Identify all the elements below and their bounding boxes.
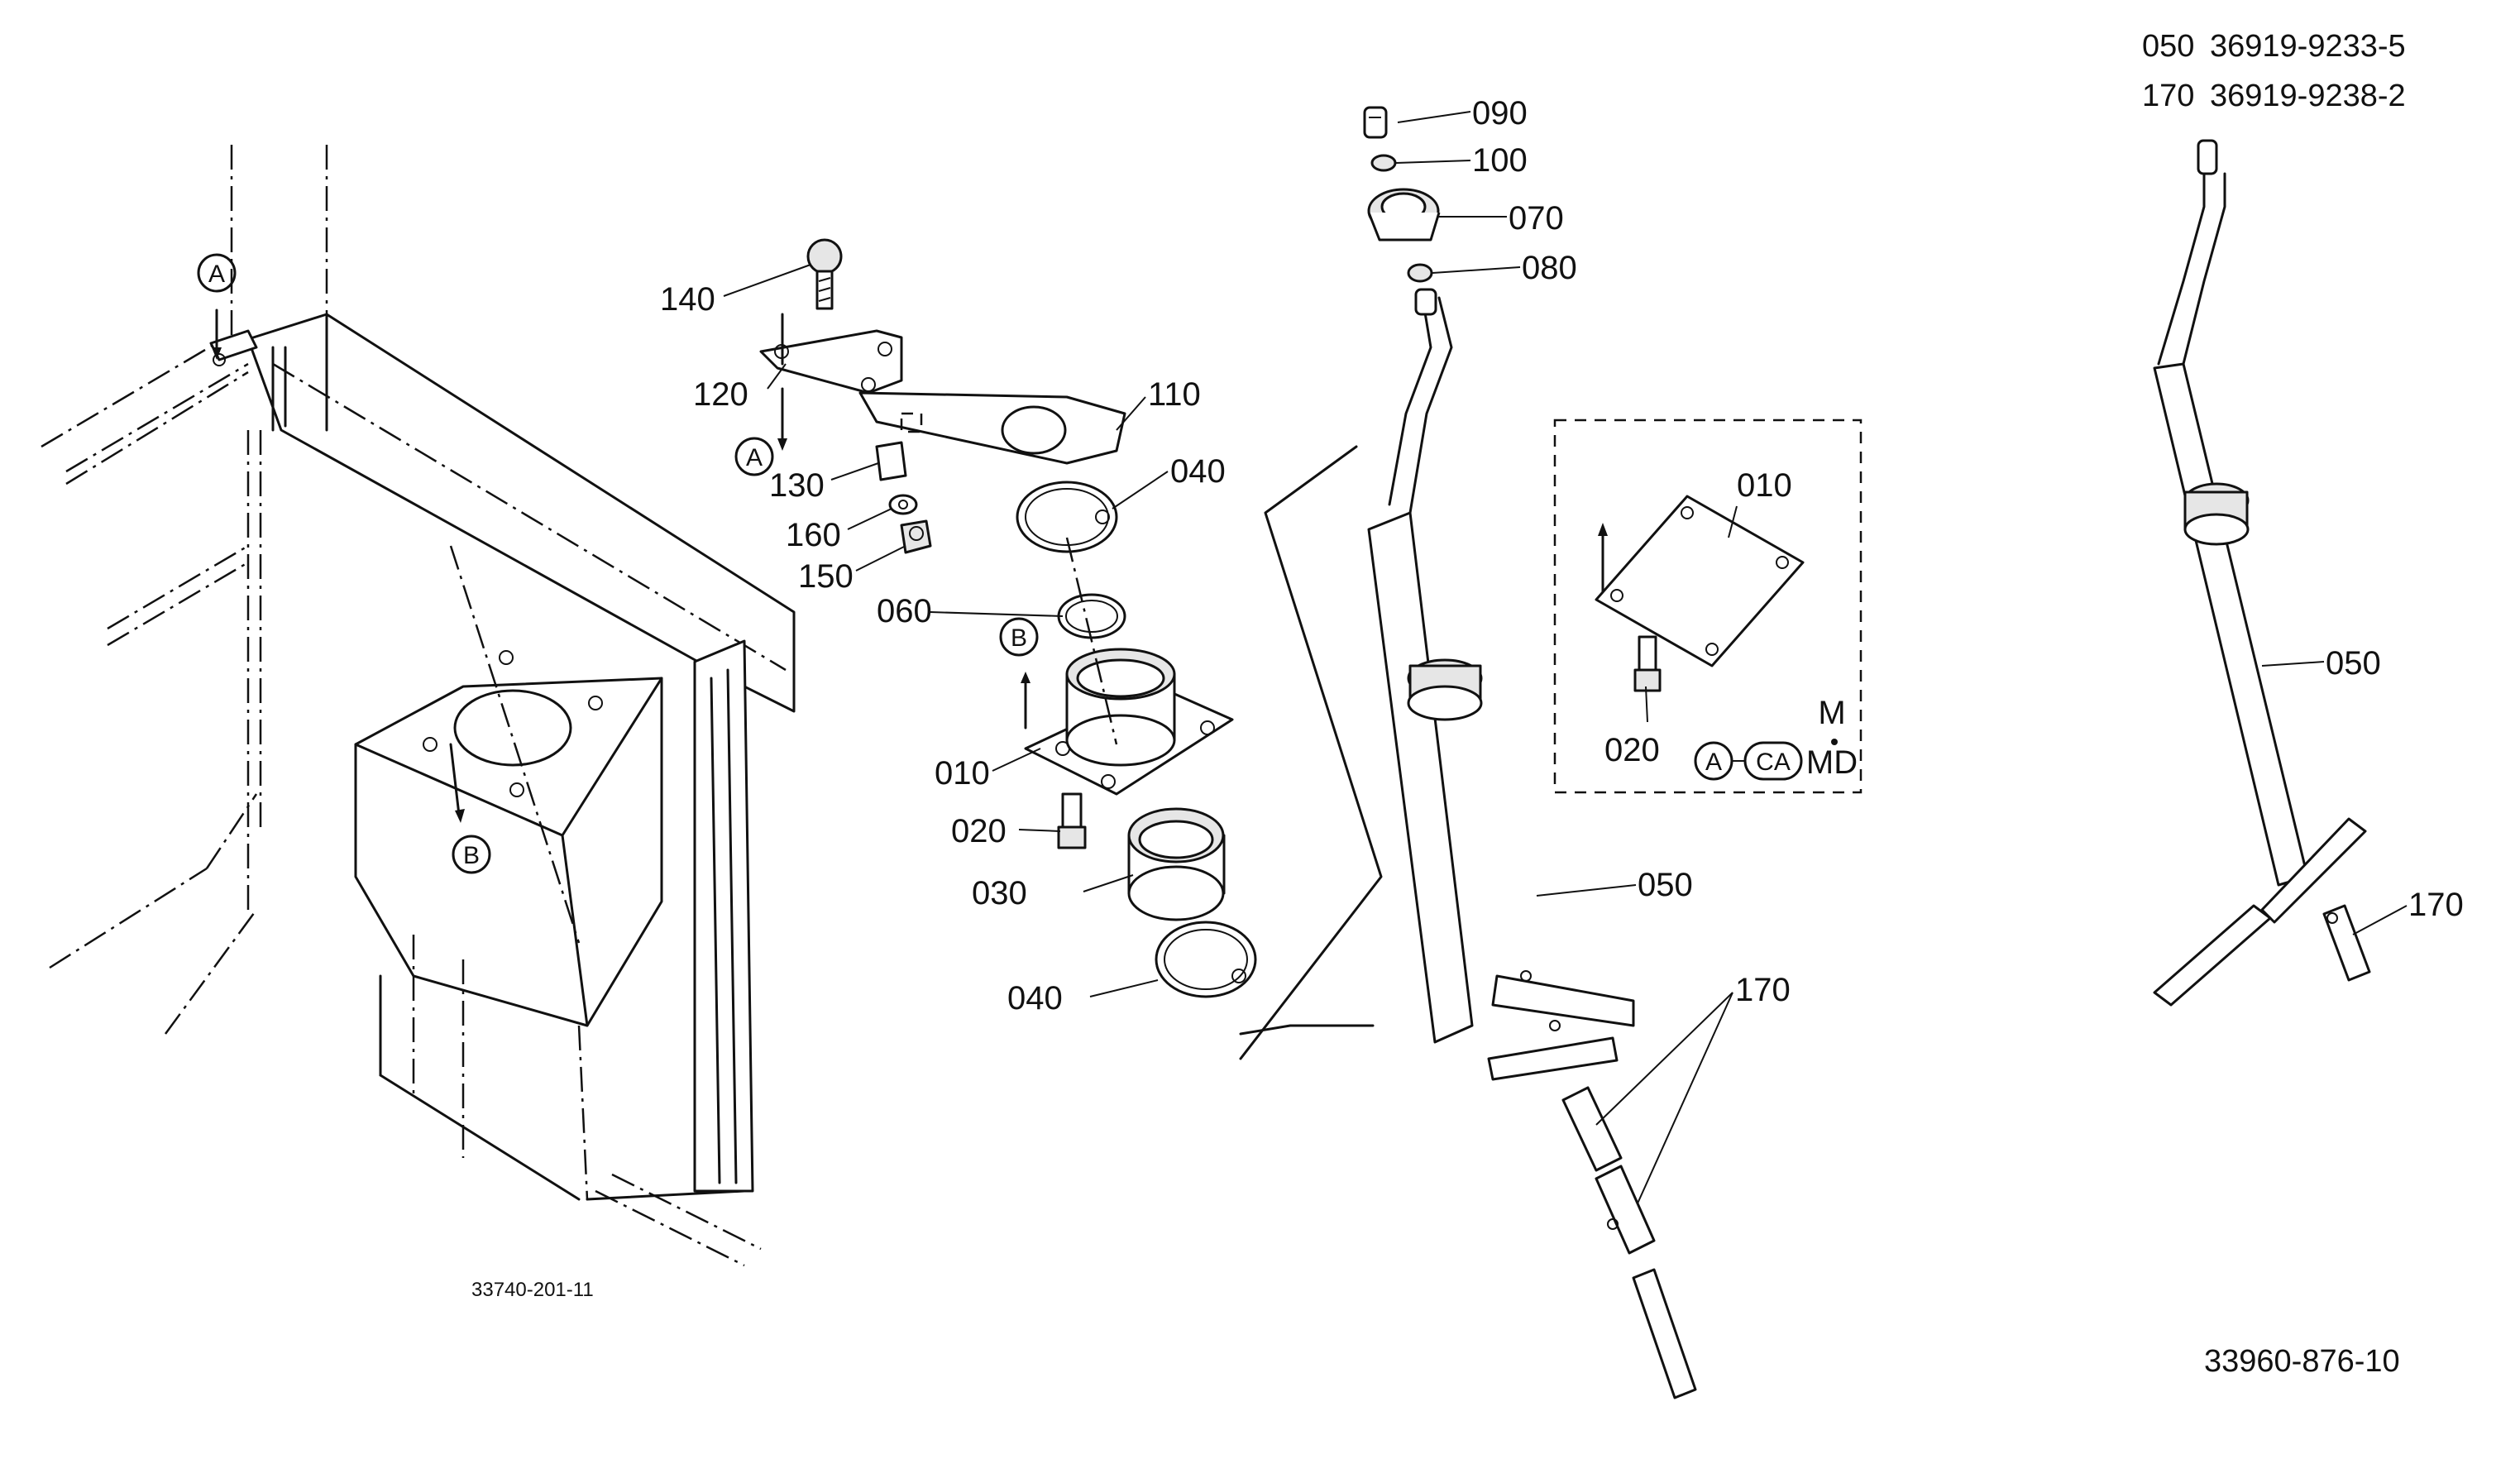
callout-090: 090 xyxy=(1472,95,1528,132)
inset-callout-010: 010 xyxy=(1737,467,1792,504)
callout-100: 100 xyxy=(1472,142,1528,179)
reference-mark-ca-inset: CA xyxy=(1743,741,1803,781)
reference-mark-a-bracket: A xyxy=(734,437,774,476)
inset-model-md: MD xyxy=(1806,744,1858,781)
svg-text:CA: CA xyxy=(1756,749,1791,776)
callout-020: 020 xyxy=(951,813,1007,849)
part-number-050: 36919-9233-5 xyxy=(2210,29,2406,64)
inset-model-variant xyxy=(1553,419,1863,794)
part-number-170: 36919-9238-2 xyxy=(2210,79,2406,113)
bracket-assembly-illustration xyxy=(759,238,1383,1060)
svg-text:B: B xyxy=(463,842,480,869)
callout-040-upper: 040 xyxy=(1170,453,1226,490)
leader-lines xyxy=(723,111,2408,1204)
svg-text:A: A xyxy=(746,444,763,471)
callout-050: 050 xyxy=(1638,867,1693,903)
callout-160: 160 xyxy=(786,517,841,553)
shift-lever-illustration xyxy=(1363,106,1697,1399)
part-number-list: 050 36919-9233-5 170 36919-9238-2 xyxy=(2142,29,2406,113)
callout-120: 120 xyxy=(693,376,748,413)
reference-mark-b-console: B xyxy=(452,835,491,874)
right-callout-170: 170 xyxy=(2408,887,2464,923)
callout-110: 110 xyxy=(1148,376,1201,413)
callout-150: 150 xyxy=(798,558,854,595)
right-callout-050: 050 xyxy=(2326,645,2381,682)
svg-text:B: B xyxy=(1011,624,1027,652)
part-number-ref-050: 050 xyxy=(2142,29,2194,64)
drawing-code-left: 33740-201-11 xyxy=(471,1279,594,1301)
svg-text:A: A xyxy=(208,261,225,288)
part-number-ref-170: 170 xyxy=(2142,79,2194,113)
callout-170: 170 xyxy=(1735,972,1791,1008)
callout-130: 130 xyxy=(769,467,825,504)
svg-text:A: A xyxy=(1705,749,1722,776)
reference-mark-a-inset: A xyxy=(1694,741,1733,781)
callout-070: 070 xyxy=(1509,200,1564,237)
cabin-frame-illustration xyxy=(41,145,796,1267)
inset-model-m: M xyxy=(1818,695,1845,731)
callout-140: 140 xyxy=(660,281,715,318)
inset-callout-020: 020 xyxy=(1604,732,1660,768)
inset-model-separator xyxy=(1831,739,1838,745)
callout-060: 060 xyxy=(877,593,932,629)
callout-010: 010 xyxy=(935,755,990,792)
drawing-code-right: 33960-876-10 xyxy=(2204,1344,2400,1379)
callout-040-lower: 040 xyxy=(1007,980,1063,1017)
reference-mark-b-bracket: B xyxy=(999,617,1039,657)
callout-030: 030 xyxy=(972,875,1027,911)
callout-080: 080 xyxy=(1522,250,1577,286)
reference-mark-a-frame: A xyxy=(197,253,237,293)
assembled-lever-illustration xyxy=(2153,139,2371,1007)
